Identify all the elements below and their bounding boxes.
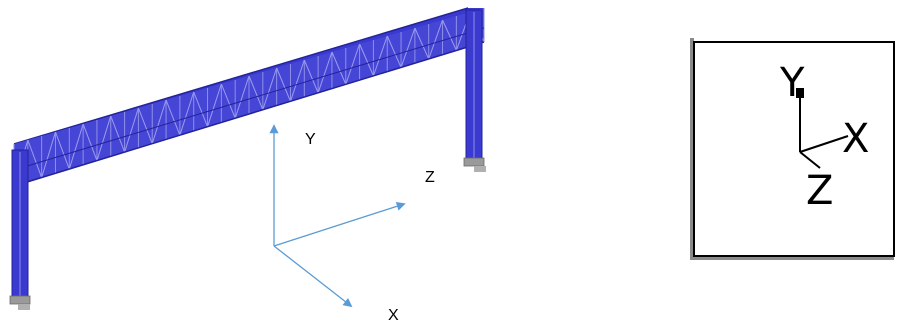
truss-diagonal-member — [41, 131, 56, 178]
triad-z-axis — [799, 151, 821, 169]
truss-diagonal-member — [137, 107, 153, 144]
truss-diagonal-member — [124, 107, 139, 153]
truss-diagonal-member — [303, 59, 319, 94]
truss-diagonal-member — [359, 43, 374, 77]
truss-diagonal-member — [234, 75, 250, 119]
truss-diagonal-member — [289, 59, 305, 102]
truss-diagonal-member — [442, 19, 457, 51]
truss-diagonal-member — [414, 27, 430, 60]
truss-diagonal-member — [220, 83, 236, 119]
triad-y-label: Y — [779, 60, 805, 106]
truss-diagonal-member — [276, 67, 291, 102]
truss-diagonal-member — [110, 115, 126, 153]
x-axis-label: X — [388, 307, 399, 324]
truss-diagonal-member — [27, 139, 43, 178]
triad-z-label: Z — [806, 168, 833, 214]
truss-diagonal-member — [386, 35, 402, 68]
truss-diagonal-member — [151, 99, 167, 144]
triad-x-axis — [799, 135, 849, 153]
triad-panel-shadow-bottom — [690, 256, 894, 260]
truss-diagonal-member — [372, 35, 388, 77]
truss-diagonal-member — [55, 131, 70, 170]
truss-diagonal-member — [428, 19, 444, 60]
truss-diagonal-member — [400, 27, 416, 68]
truss-diagonal-member — [68, 123, 84, 170]
truss-structure-model — [9, 7, 486, 310]
z-axis-label: Z — [425, 169, 435, 186]
triad-panel-shadow — [690, 38, 694, 260]
truss-diagonal-member — [262, 67, 278, 110]
truss-diagonal-member — [179, 91, 195, 136]
truss-diagonal-member — [82, 123, 98, 161]
left-support — [9, 295, 31, 305]
x-axis-arrow — [273, 245, 353, 308]
truss-diagonal-member — [207, 83, 222, 127]
right-support — [463, 157, 485, 167]
truss-diagonal-member — [317, 51, 333, 93]
truss-body — [13, 8, 485, 187]
triad-x-label: X — [842, 116, 869, 162]
truss-diagonal-member — [193, 91, 208, 127]
triad-panel-frame — [693, 41, 895, 257]
truss-diagonal-member — [165, 99, 181, 136]
triad-y-tip — [796, 88, 804, 98]
truss-diagonal-member — [96, 115, 112, 161]
z-axis-arrow — [273, 201, 406, 247]
truss-diagonal-member — [331, 51, 347, 85]
truss-diagonal-member — [345, 43, 361, 85]
truss-diagonal-member — [248, 75, 264, 110]
global-axes: Y Z X — [269, 124, 435, 324]
left-column — [9, 149, 31, 310]
view-triad-panel: Y X Z — [690, 38, 895, 260]
right-column — [463, 9, 486, 172]
y-axis-label: Y — [305, 131, 316, 148]
